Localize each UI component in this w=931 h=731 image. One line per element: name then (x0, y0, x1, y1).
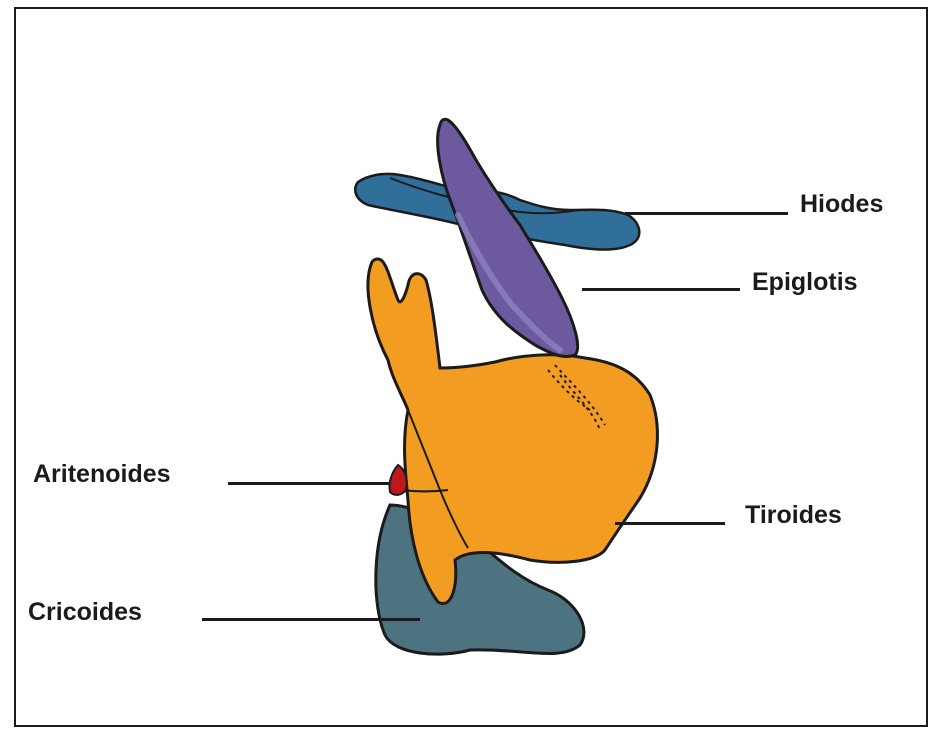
label-hiodes: Hiodes (800, 192, 883, 217)
cricoides-leader-line (202, 618, 420, 621)
label-aritenoides: Aritenoides (33, 462, 171, 487)
hiodes-leader-line (625, 212, 788, 215)
label-tiroides: Tiroides (745, 503, 842, 528)
tiroides-leader-line (615, 522, 725, 525)
epiglotis-leader-line (582, 288, 740, 291)
label-cricoides: Cricoides (28, 600, 142, 625)
aritenoides-leader-line (228, 482, 390, 485)
label-epiglotis: Epiglotis (752, 270, 858, 295)
